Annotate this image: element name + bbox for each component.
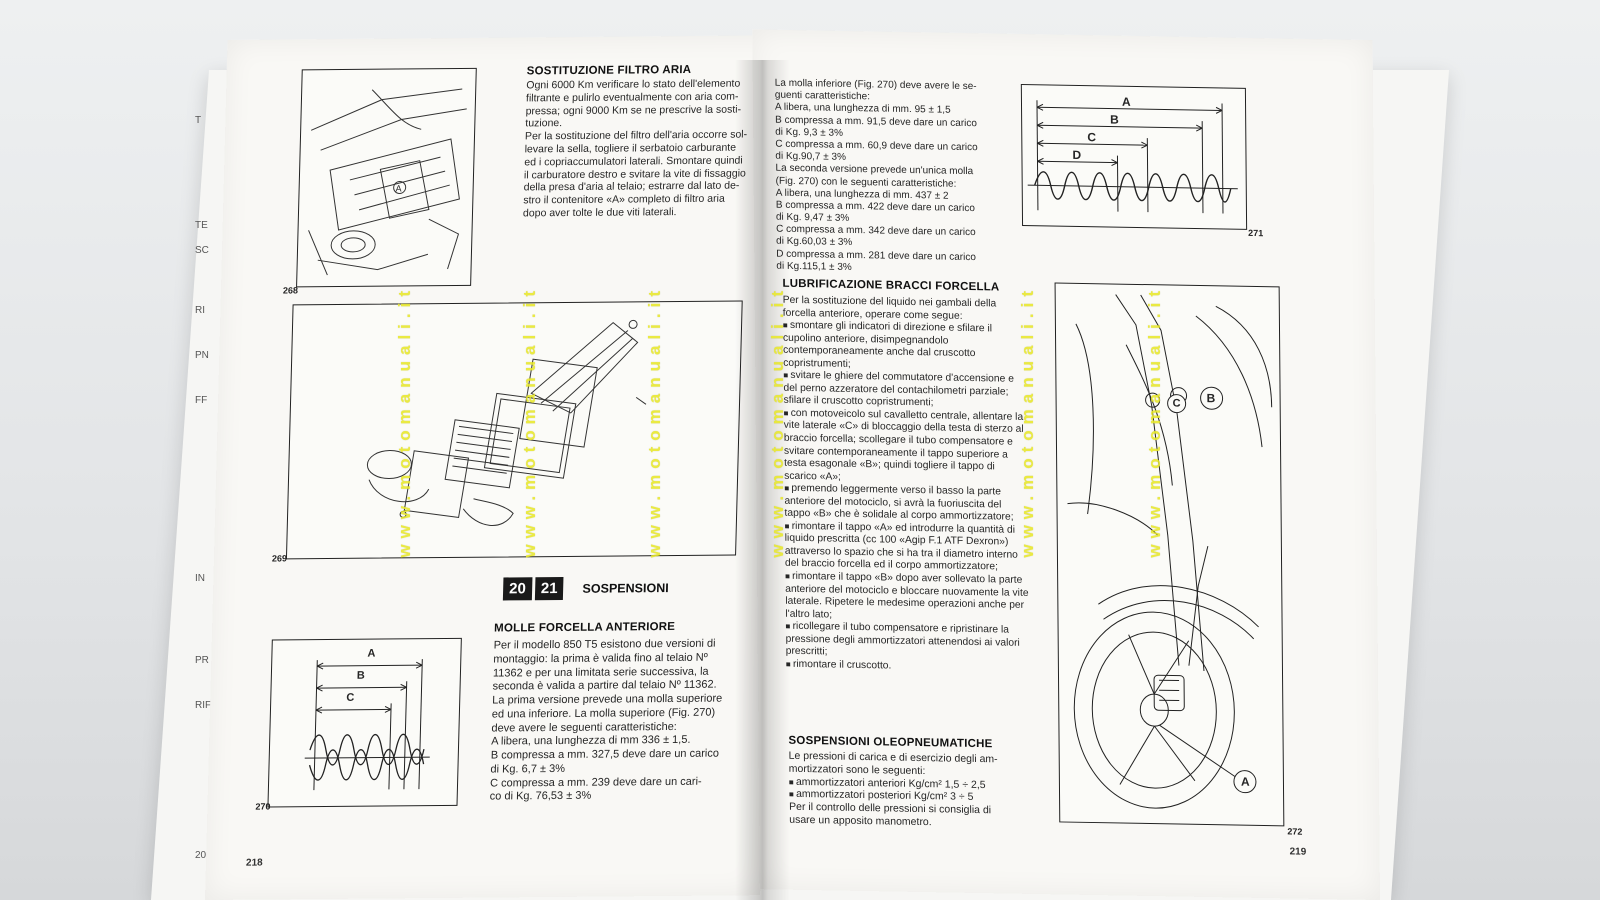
page-number-left: 218 [245, 857, 263, 869]
side-mark: T [195, 115, 202, 126]
watermark: www.motomanuali.it [1018, 285, 1037, 558]
watermark: www.motomanuali.it [520, 285, 539, 558]
figure-number: 269 [271, 553, 288, 564]
figure-268-carburetor-area: A [296, 67, 477, 288]
callout-c: C [1172, 397, 1181, 410]
lube-heading: LUBRIFICAZIONE BRACCI FORCELLA [782, 277, 1000, 294]
svg-text:A: A [396, 183, 402, 193]
watermark: www.motomanuali.it [768, 285, 787, 558]
lube-step: rimontare il tappo «B» dopo aver solleva… [785, 571, 1031, 625]
side-mark: PR [195, 655, 209, 666]
watermark: www.motomanuali.it [1145, 285, 1164, 558]
watermark: www.motomanuali.it [645, 285, 664, 558]
callout-a: A [1240, 774, 1250, 789]
side-mark: PN [195, 350, 209, 361]
page-number-right: 219 [1289, 846, 1307, 858]
section-title: SOSPENSIONI [582, 580, 669, 596]
lube-text: Per la sostituzione del liquido nei gamb… [783, 295, 1031, 676]
side-mark: RIF [195, 700, 212, 711]
front-fork-illustration [1067, 294, 1273, 809]
fork-springs-heading: MOLLE FORCELLA ANTERIORE [493, 620, 676, 635]
side-mark: IN [195, 573, 205, 584]
side-mark: TE [195, 220, 208, 231]
figure-269-air-filter-exploded [285, 300, 743, 560]
lube-step: con motoveicolo sul cavalletto centrale,… [784, 408, 1030, 488]
left-page: A 268 SOSTITUZIONE FILTRO ARIA Ogni 6000… [205, 35, 783, 900]
dimension-label-a: A [367, 647, 376, 660]
air-filter-heading: SOSTITUZIONE FILTRO ARIA [526, 63, 692, 78]
underlying-page-marks: T TE SC RI PN FF IN PR RIF 20 [195, 100, 255, 900]
dimension-label-c: C [1087, 130, 1097, 145]
lube-step: rimontare il tappo «A» ed introdurre la … [785, 521, 1031, 575]
figure-271-single-spring: A B C D [1020, 83, 1248, 230]
section-20-21-tag: 20 21 SOSPENSIONI [502, 576, 669, 601]
air-filter-exploded-illustration [366, 319, 647, 526]
lube-step: premendo leggermente verso il basso la p… [784, 483, 1029, 525]
dimension-label-b: B [1110, 112, 1119, 127]
side-mark: 20 [195, 850, 207, 861]
carburetor-illustration: A [308, 88, 467, 276]
oleo-text: Le pressioni di carica e di esercizio de… [789, 750, 1040, 831]
fork-springs-text: Per il modello 850 T5 esistono due versi… [489, 637, 723, 803]
dimension-label-c: C [346, 691, 355, 704]
figure-number: 272 [1287, 826, 1303, 837]
fork-spring-diagram [304, 659, 430, 791]
callout-b: B [1206, 391, 1216, 406]
lube-step: ricollegare il tubo compensatore e ripri… [785, 621, 1030, 663]
side-mark: SC [195, 245, 209, 256]
figure-number: 270 [255, 801, 271, 812]
single-spring-diagram [1027, 100, 1238, 214]
section-number-box: 20 [502, 577, 533, 601]
right-page: La molla inferiore (Fig. 270) deve avere… [752, 29, 1380, 900]
lube-step: svitare le ghiere del commutatore d'acce… [783, 370, 1028, 412]
dimension-label-a: A [1121, 94, 1131, 109]
figure-272-front-fork: B A C [1054, 282, 1285, 827]
lower-spring-text: La molla inferiore (Fig. 270) deve avere… [774, 77, 978, 273]
oleo-heading: SOSPENSIONI OLEOPNEUMATICHE [788, 734, 993, 751]
figure-number: 271 [1248, 227, 1264, 239]
air-filter-text: Ogni 6000 Km verificare lo stato dell'el… [522, 77, 748, 220]
lube-step: smontare gli indicatori di direzione e s… [783, 320, 1029, 374]
dimension-label-d: D [1072, 147, 1082, 163]
side-mark: FF [195, 395, 208, 406]
side-mark: RI [195, 305, 205, 316]
watermark: www.motomanuali.it [395, 285, 414, 558]
section-number-box: 21 [534, 576, 564, 601]
figure-number: 268 [282, 285, 299, 296]
figure-270-fork-spring: A B C [267, 637, 462, 808]
dimension-label-b: B [356, 669, 365, 682]
